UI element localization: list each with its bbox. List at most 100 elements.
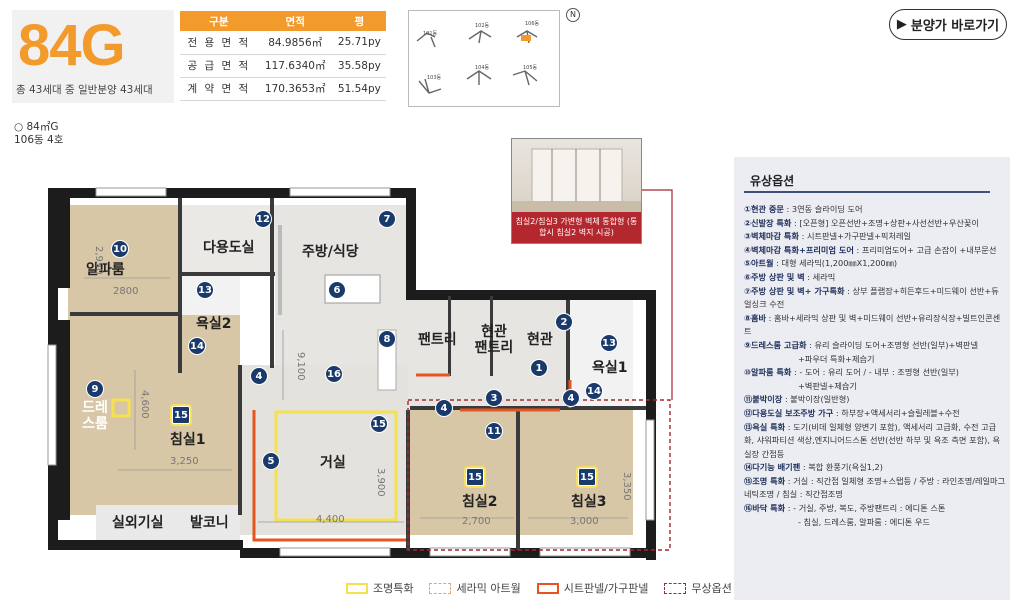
table-cell: 170.3653㎡ [257, 77, 333, 101]
room-pantry: 팬트리 [418, 332, 457, 348]
option-desc-continued: - 침실, 드레스룸, 알파룸 : 에디톤 우드 [798, 516, 930, 527]
option-desc: : 상부 플랩장+히든후드+미드웨이 선반+듀얼싱크 수전 [744, 285, 999, 310]
option-marker[interactable]: 14 [188, 337, 206, 355]
dimension-label: 4,400 [316, 514, 345, 525]
option-desc: : - 거실, 주방, 복도, 주방팬트리 : 에디톤 스톤 [785, 503, 946, 514]
room-bedroom1: 침실1 [170, 432, 206, 448]
option-marker[interactable]: 2 [555, 313, 573, 331]
paid-options-title: 유상옵션 [750, 174, 795, 188]
room-utility: 다용도실 [203, 240, 255, 256]
option-marker[interactable]: 4 [435, 399, 453, 417]
option-name: 아트월 [750, 258, 774, 269]
option-desc: : 시트판넬+가구판넬+픽처레일 [798, 231, 912, 242]
room-alpha: 알파룸 [86, 262, 125, 278]
room-entrance: 현관 [527, 332, 553, 348]
option-name: 다용도실 보조주방 가구 [752, 407, 834, 418]
legend-label: 시트판넬/가구판넬 [563, 582, 649, 595]
site-key-map: 101동 102동 106동 103동 104동 105동 [408, 10, 560, 107]
dimension-label: 2800 [113, 286, 139, 297]
legend-item: 세라믹 아트월 [429, 580, 521, 596]
option-marker[interactable]: 13 [196, 281, 214, 299]
keymap-label: 103동 [427, 75, 442, 81]
option-marker[interactable]: 1 [530, 359, 548, 377]
option-number: ⑥ [744, 271, 751, 282]
option-marker[interactable]: 15 [170, 404, 192, 426]
table-cell: 계 약 면 적 [180, 77, 258, 101]
option-number: ② [744, 217, 751, 228]
price-link-button[interactable]: ▶ 분양가 바로가기 [889, 9, 1007, 40]
option-marker[interactable]: 4 [562, 389, 580, 407]
list-item: ④벽체마감 특화+프리미엄 도어 : 프리미엄도어+ 고급 손잡이 +내부문선 [744, 244, 1006, 258]
list-item: ③벽체마감 특화 : 시트판넬+가구판넬+픽처레일 [744, 230, 1006, 244]
list-item: ⑮조명 특화 : 거실 : 직간접 일체형 조명+스탭등 / 주방 : 라인조명… [744, 475, 1006, 502]
key-map-drawing: 101동 102동 106동 103동 104동 105동 [416, 21, 540, 94]
option-desc-continued: +파우더 특화+제습기 [798, 353, 875, 364]
option-marker[interactable]: 7 [378, 210, 396, 228]
option-desc-continued: +벽판넬+제습기 [798, 380, 857, 391]
option-name: 주방 상판 및 벽+ 가구특화 [750, 285, 845, 296]
option-name: 욕실 특화 [752, 421, 786, 432]
compass-north-icon: N [566, 8, 580, 22]
unit-type-label: ○ 84㎡G [14, 121, 59, 133]
price-link-label: 분양가 바로가기 [910, 19, 1000, 34]
option-marker[interactable]: 15 [464, 466, 486, 488]
unit-type-title: 84G [18, 13, 126, 78]
legend-swatch [346, 582, 368, 594]
table-cell: 84.9856㎡ [257, 31, 333, 55]
dimension-label: 3,900 [375, 468, 386, 497]
option-marker[interactable]: 3 [485, 389, 503, 407]
legend-item: 무상옵션 [664, 580, 732, 596]
option-number: ⑩ [744, 367, 751, 378]
option-name: 현관 중문 [750, 204, 784, 214]
option-marker[interactable]: 8 [378, 330, 396, 348]
room-dress: 드레 스룸 [82, 400, 108, 432]
option-marker[interactable]: 5 [262, 452, 280, 470]
plan-legend: 조명특화 세라믹 아트월 시트판넬/가구판넬 무상옵션 [346, 580, 732, 596]
option-name: 홈바 [750, 312, 767, 323]
unit-building-label: 106동 4호 [14, 134, 64, 146]
room-kitchen: 주방/식당 [302, 244, 359, 260]
option-marker[interactable]: 12 [254, 210, 272, 228]
list-item: ⑦주방 상판 및 벽+ 가구특화 : 상부 플랩장+히든후드+미드웨이 선반+듀… [744, 285, 1006, 312]
option-number: ⑬ [744, 421, 753, 432]
option-marker[interactable]: 10 [111, 240, 129, 258]
list-item: ⑫다용도실 보조주방 가구 : 하부장+액세서리+슬릴레블+수전 [744, 407, 1006, 421]
option-marker[interactable]: 14 [585, 382, 603, 400]
option-desc: : 거실 : 직간접 일체형 조명+스탭등 / 주방 : 라인조명/레일마그네틱… [744, 475, 1006, 500]
option-marker[interactable]: 11 [485, 422, 503, 440]
option-marker[interactable]: 15 [576, 466, 598, 488]
area-table-header-cell: 면적 [257, 11, 333, 31]
paid-options-panel: 유상옵션 ①현관 중문 : 3연동 슬라이딩 도어 ②신발장 특화 : [오픈형… [734, 157, 1010, 600]
room-balcony: 발코니 [190, 515, 229, 531]
option-desc: : - 도어 : 유리 도어 / - 내부 : 조명형 선반(일부) [791, 367, 960, 378]
keymap-label: 102동 [475, 23, 490, 29]
option-marker[interactable]: 6 [328, 281, 346, 299]
floor-plan: 알파룸 다용도실 주방/식당 욕실2 팬트리 현관 팬트리 현관 욕실1 드레 … [47, 187, 673, 560]
room-bedroom2: 침실2 [462, 494, 498, 510]
option-marker[interactable]: 16 [325, 365, 343, 383]
dimension-label: 3,000 [570, 516, 599, 527]
table-cell: 117.6340㎡ [257, 54, 333, 78]
room-bath2: 욕실2 [196, 316, 232, 332]
area-table-header-cell: 평 [332, 11, 386, 31]
option-marker[interactable]: 4 [250, 367, 268, 385]
option-desc: : [오픈형] 오픈선반+조명+상판+사선선반+우산꽂이 [791, 217, 979, 228]
table-row: 전 용 면 적 84.9856㎡ 25.71py [180, 31, 386, 55]
variable-wall-caption: 침실2/침실3 가변형 벽체 통합형 (통합시 침실2 벽지 시공) [512, 212, 641, 243]
area-table-header: 구분 면적 평 [180, 11, 386, 31]
table-cell: 51.54py [332, 77, 386, 101]
list-item: ⑯바닥 특화 : - 거실, 주방, 복도, 주방팬트리 : 에디톤 스톤- 침… [744, 502, 1006, 529]
keymap-label: 104동 [475, 65, 490, 71]
option-marker[interactable]: 13 [600, 334, 618, 352]
list-item: ①현관 중문 : 3연동 슬라이딩 도어 [744, 203, 1006, 217]
option-marker[interactable]: 15 [370, 415, 388, 433]
legend-label: 조명특화 [373, 582, 414, 595]
list-item: ⑩알파룸 특화 : - 도어 : 유리 도어 / - 내부 : 조명형 선반(일… [744, 366, 1006, 393]
option-number: ⑦ [744, 285, 751, 296]
table-cell: 공 급 면 적 [180, 54, 258, 78]
legend-swatch [429, 582, 452, 594]
variable-wall-inset: 침실2/침실3 가변형 벽체 통합형 (통합시 침실2 벽지 시공) [511, 138, 642, 244]
legend-item: 시트판넬/가구판넬 [536, 580, 649, 596]
option-marker[interactable]: 9 [86, 380, 104, 398]
option-desc: : 도기(비데 일체형 양변기 포함), 액세서리 고급화, 수전 고급화, 샤… [744, 421, 1001, 459]
